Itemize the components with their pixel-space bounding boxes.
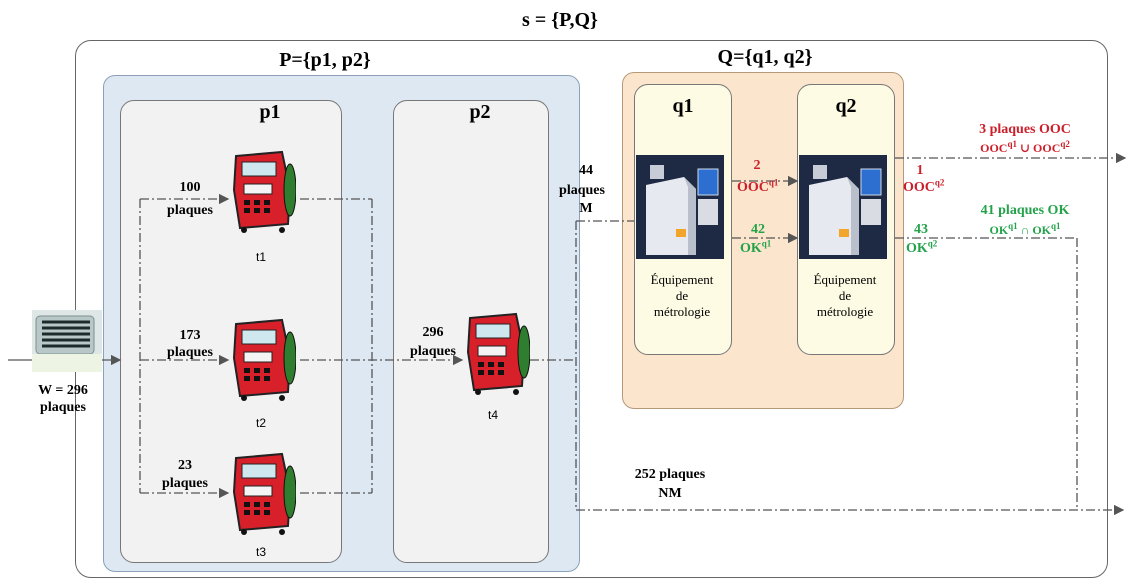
metrology-equipment-q1-icon — [636, 155, 724, 259]
q1-equipment-label: Équipement de métrologie — [650, 272, 714, 319]
tool-t1-icon — [230, 150, 297, 234]
flow-m-unit: plaques — [559, 183, 605, 198]
p1-title: p1 — [259, 101, 281, 123]
flow-t1-count: 100 — [179, 180, 201, 195]
q2-equipment-label: Équipement de métrologie — [813, 272, 877, 319]
flow-t1-unit: plaques — [167, 203, 213, 218]
tool-t4-icon — [464, 312, 531, 396]
p-group-title: P={p1, p2} — [279, 49, 371, 71]
q2-title: q2 — [835, 95, 857, 117]
flow-t4-count: 296 — [422, 325, 444, 340]
flow-t3-count: 23 — [178, 458, 192, 473]
system-s-box — [75, 40, 1108, 578]
flow-nm-line2: NM — [658, 486, 682, 501]
q-group-title: Q={q1, q2} — [717, 46, 813, 68]
flow-t2-count: 173 — [179, 328, 201, 343]
result-ok-formula: OKq1 ∩ OKq1 — [989, 221, 1061, 238]
input-label-line2: plaques — [40, 400, 86, 415]
q1-title: q1 — [672, 95, 694, 117]
result-ooc-formula: OOCq1 ∪ OOCq2 — [980, 139, 1070, 156]
q2-ooc-label: OOCq2 — [903, 177, 945, 195]
p2-title: p2 — [469, 101, 491, 123]
q2-ok-count: 43 — [914, 222, 928, 237]
flow-m-tag: M — [579, 201, 593, 216]
q1-ok-count: 42 — [751, 222, 765, 237]
tool-t1-label: t1 — [256, 250, 267, 264]
tool-t3-icon — [230, 452, 297, 536]
q1-ok-label: OKq1 — [740, 238, 772, 256]
flow-nm-line1: 252 plaques — [634, 467, 706, 482]
p1-box — [120, 100, 342, 563]
tool-t3-label: t3 — [256, 545, 267, 559]
tool-t2-icon — [230, 318, 297, 402]
tool-t2-label: t2 — [256, 416, 267, 430]
flow-m-count: 44 — [579, 163, 593, 178]
flow-t3-unit: plaques — [162, 476, 208, 491]
q1-ooc-count: 2 — [753, 158, 761, 173]
metrology-equipment-q2-icon — [799, 155, 887, 259]
input-label-line1: W = 296 — [38, 383, 88, 398]
result-ok-title: 41 plaques OK — [980, 203, 1070, 218]
q1-ooc-label: OOCq1 — [737, 177, 779, 195]
q2-ooc-count: 1 — [916, 163, 924, 178]
flow-t4-unit: plaques — [410, 344, 456, 359]
flow-t2-unit: plaques — [167, 345, 213, 360]
q2-ok-label: OKq2 — [906, 238, 938, 256]
system-s-title: s = {P,Q} — [522, 9, 598, 31]
wafer-stack-icon — [32, 302, 102, 372]
tool-t4-label: t4 — [488, 408, 499, 422]
result-ooc-title: 3 plaques OOC — [979, 122, 1071, 137]
